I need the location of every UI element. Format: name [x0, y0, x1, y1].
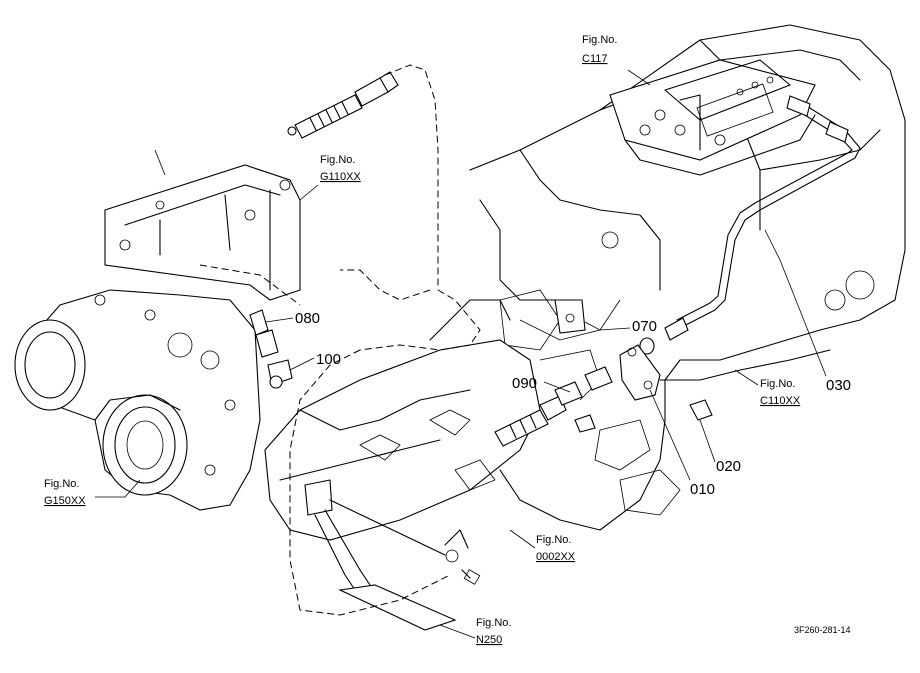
fig-ref-code: G150XX	[44, 495, 86, 507]
callout-020: 020	[716, 458, 741, 475]
fig-ref-code: C117	[582, 53, 607, 65]
fig-ref-label: Fig.No.	[44, 478, 79, 490]
fig-ref-code: 0002XX	[536, 551, 576, 563]
fig-ref-c110: Fig.No. C110XX	[760, 378, 801, 407]
fig-ref-0002: Fig.No. 0002XX	[536, 534, 576, 563]
callout-080: 080	[295, 310, 320, 327]
fig-ref-g110: Fig.No. G110XX	[320, 154, 361, 183]
front-housing	[14, 289, 261, 511]
fig-ref-n250: Fig.No. N250	[476, 617, 511, 646]
lower-case	[264, 299, 541, 541]
callout-010: 010	[690, 481, 715, 498]
callout-100: 100	[316, 351, 341, 368]
fig-ref-label: Fig.No.	[320, 154, 355, 166]
callout-030: 030	[826, 377, 851, 394]
drawing-code: 3F260-281-14	[794, 625, 851, 635]
fig-ref-label: Fig.No.	[760, 378, 795, 390]
fig-ref-label: Fig.No.	[536, 534, 571, 546]
callout-090: 090	[512, 375, 537, 392]
fig-ref-label: Fig.No.	[582, 34, 617, 46]
pedal	[304, 479, 481, 631]
top-cover-assembly	[609, 59, 816, 176]
callout-070: 070	[632, 318, 657, 335]
fittings-cluster	[494, 299, 713, 447]
cable-routing	[199, 64, 481, 616]
fig-ref-label: Fig.No.	[476, 617, 511, 629]
fig-ref-code: G110XX	[320, 171, 361, 183]
bracket-housing	[104, 149, 301, 301]
leader-lines	[95, 69, 827, 639]
fig-ref-code: C110XX	[760, 395, 801, 407]
cable-end-fitting	[287, 71, 399, 139]
fig-ref-g150: Fig.No. G150XX	[44, 478, 86, 507]
fig-ref-c117: Fig.No. C117	[582, 34, 617, 65]
fittings-080-100	[249, 309, 293, 389]
pipe-030	[664, 95, 861, 341]
fig-ref-code: N250	[476, 634, 502, 646]
